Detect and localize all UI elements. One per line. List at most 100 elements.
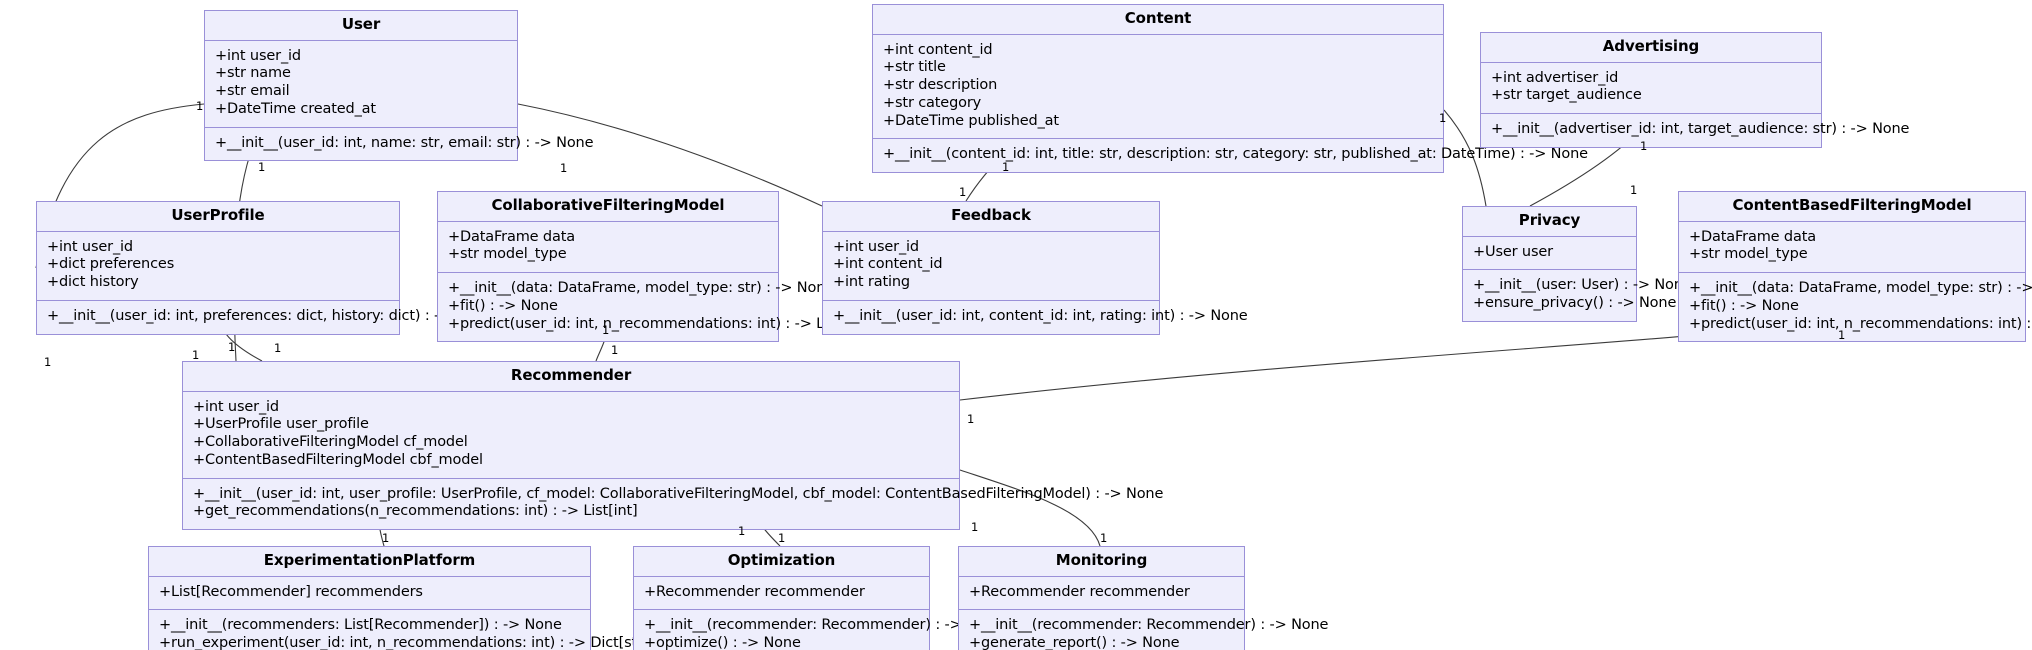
multiplicity-label: 1	[258, 160, 266, 174]
multiplicity-label: 1	[602, 323, 610, 337]
uml-method-row: +__init__(user_id: int, content_id: int,…	[833, 307, 1248, 324]
uml-attribute-row: +str email	[215, 83, 290, 100]
uml-methods-experimentation: +__init__(recommenders: List[Recommender…	[149, 610, 712, 650]
uml-class-monitoring[interactable]: Monitoring +Recommender recommender +__ini…	[958, 546, 1329, 650]
uml-methods-recommender: +__init__(user_id: int, user_profile: Us…	[183, 479, 1164, 529]
multiplicity-label: 1	[196, 99, 204, 113]
uml-method-row: +__init__(data: DataFrame, model_type: s…	[1689, 280, 2032, 297]
uml-method-row: +ensure_privacy() : -> None	[1473, 295, 1677, 312]
uml-class-recommender[interactable]: Recommender+int user_id+UserProfile user…	[182, 361, 1164, 530]
uml-attribute-row: +int content_id	[833, 256, 943, 273]
uml-class-title-userprofile: UserProfile	[37, 202, 399, 232]
uml-class-title-experimentation: ExperimentationPlatform	[149, 547, 590, 577]
multiplicity-label: 1	[1439, 111, 1447, 125]
uml-class-cbfmodel[interactable]: ContentBasedFilteringModel+DataFrame dat…	[1678, 191, 2032, 343]
uml-class-title-cfmodel: CollaborativeFilteringModel	[438, 192, 778, 222]
uml-methods-optimization: +__init__(recommender: Recommender) : ->…	[634, 610, 1004, 650]
uml-methods-content: +__init__(content_id: int, title: str, d…	[873, 139, 1588, 172]
uml-class-cfmodel[interactable]: CollaborativeFilteringModel+DataFrame da…	[437, 191, 871, 343]
uml-methods-cfmodel: +__init__(data: DataFrame, model_type: s…	[438, 273, 871, 341]
uml-methods-cbfmodel: +__init__(data: DataFrame, model_type: s…	[1679, 273, 2032, 341]
uml-attribute-row: +str model_type	[1689, 246, 1808, 263]
uml-method-row: +__init__(user: User) : -> None	[1473, 277, 1692, 294]
uml-attribute-row: +Recommender recommender	[644, 583, 865, 600]
multiplicity-label: 1	[228, 340, 236, 354]
uml-method-row: +__init__(user_id: int, user_profile: Us…	[193, 485, 1164, 502]
uml-class-title-optimization: Optimization	[634, 547, 929, 577]
uml-methods-monitoring: +__init__(recommender: Recommender) : ->…	[959, 610, 1329, 650]
multiplicity-label: 1	[611, 343, 619, 357]
multiplicity-label: 1	[971, 520, 979, 534]
uml-attribute-row: +str target_audience	[1491, 87, 1642, 104]
multiplicity-label: 1	[1630, 183, 1638, 197]
uml-attribute-row: +int rating	[833, 274, 910, 291]
uml-class-privacy[interactable]: Privacy +User user +__init__(user: User) :…	[1462, 206, 1692, 322]
uml-attribute-row: +DateTime published_at	[883, 112, 1059, 129]
uml-class-user[interactable]: User+int user_id+str name+str email+Date…	[204, 10, 594, 162]
uml-method-row: +__init__(recommender: Recommender) : ->…	[644, 617, 1004, 634]
uml-class-title-user: User	[205, 11, 517, 41]
uml-attribute-row: +int user_id	[47, 238, 133, 255]
uml-attribute-row: +UserProfile user_profile	[193, 416, 369, 433]
uml-method-row: +__init__(recommender: Recommender) : ->…	[969, 617, 1329, 634]
uml-attribute-row: +CollaborativeFilteringModel cf_model	[193, 434, 468, 451]
uml-attribute-row: +dict history	[47, 274, 139, 291]
multiplicity-label: 1	[778, 531, 786, 545]
uml-attributes-experimentation: +List[Recommender] recommenders	[149, 577, 590, 611]
uml-class-userprofile[interactable]: UserProfile+int user_id+dict preferences…	[36, 201, 493, 335]
multiplicity-label: 1	[1100, 531, 1108, 545]
uml-attribute-row: +str description	[883, 77, 998, 94]
uml-methods-feedback: +__init__(user_id: int, content_id: int,…	[823, 301, 1248, 334]
uml-class-title-recommender: Recommender	[183, 362, 959, 392]
association-edge-recommender-monitoring	[959, 469, 1101, 547]
uml-class-title-privacy: Privacy	[1463, 207, 1636, 237]
multiplicity-label: 1	[274, 341, 282, 355]
uml-attributes-userprofile: +int user_id+dict preferences+dict histo…	[37, 232, 399, 301]
uml-attribute-row: +str category	[883, 94, 982, 111]
multiplicity-label: 1	[738, 524, 746, 538]
uml-method-row: +generate_report() : -> None	[969, 635, 1180, 650]
multiplicity-label: 1	[1002, 160, 1010, 174]
uml-attribute-row: +User user	[1473, 243, 1553, 260]
uml-attribute-row: +int user_id	[193, 398, 279, 415]
uml-attributes-monitoring: +Recommender recommender	[959, 577, 1244, 611]
uml-method-row: +__init__(user_id: int, name: str, email…	[215, 134, 594, 151]
uml-method-row: +fit() : -> None	[448, 297, 558, 314]
multiplicity-label: 1	[44, 355, 52, 369]
uml-attributes-content: +int content_id+str title+str descriptio…	[873, 35, 1443, 140]
uml-attribute-row: +dict preferences	[47, 256, 175, 273]
uml-methods-userprofile: +__init__(user_id: int, preferences: dic…	[37, 301, 493, 334]
uml-attributes-advertising: +int advertiser_id+str target_audience	[1481, 63, 1821, 115]
uml-class-title-cbfmodel: ContentBasedFilteringModel	[1679, 192, 2025, 222]
uml-attribute-row: +str model_type	[448, 246, 567, 263]
uml-class-title-monitoring: Monitoring	[959, 547, 1244, 577]
uml-class-feedback[interactable]: Feedback+int user_id+int content_id+int …	[822, 201, 1248, 335]
uml-attributes-cbfmodel: +DataFrame data+str model_type	[1679, 222, 2025, 274]
uml-attribute-row: +DateTime created_at	[215, 100, 376, 117]
uml-class-experimentation[interactable]: ExperimentationPlatform+List[Recommender…	[148, 546, 712, 650]
uml-attribute-row: +int content_id	[883, 41, 993, 58]
uml-attribute-row: +Recommender recommender	[969, 583, 1190, 600]
uml-method-row: +fit() : -> None	[1689, 297, 1799, 314]
uml-methods-user: +__init__(user_id: int, name: str, email…	[205, 128, 594, 161]
uml-attribute-row: +ContentBasedFilteringModel cbf_model	[193, 451, 483, 468]
uml-methods-privacy: +__init__(user: User) : -> None+ensure_p…	[1463, 270, 1692, 320]
uml-attributes-cfmodel: +DataFrame data+str model_type	[438, 222, 778, 274]
uml-class-content[interactable]: Content+int content_id+str title+str des…	[872, 4, 1588, 173]
uml-class-title-content: Content	[873, 5, 1443, 35]
uml-method-row: +__init__(content_id: int, title: str, d…	[883, 146, 1588, 163]
uml-attributes-privacy: +User user	[1463, 237, 1636, 271]
multiplicity-label: 1	[967, 412, 975, 426]
multiplicity-label: 1	[192, 348, 200, 362]
uml-method-row: +optimize() : -> None	[644, 635, 801, 650]
multiplicity-label: 1	[560, 161, 568, 175]
uml-methods-advertising: +__init__(advertiser_id: int, target_aud…	[1481, 114, 1909, 147]
uml-attribute-row: +DataFrame data	[448, 228, 575, 245]
uml-class-advertising[interactable]: Advertising+int advertiser_id+str target…	[1480, 32, 1909, 148]
uml-attributes-optimization: +Recommender recommender	[634, 577, 929, 611]
uml-attributes-user: +int user_id+str name+str email+DateTime…	[205, 41, 517, 128]
uml-attribute-row: +str name	[215, 65, 291, 82]
uml-attribute-row: +int advertiser_id	[1491, 69, 1619, 86]
uml-attributes-recommender: +int user_id+UserProfile user_profile+Co…	[183, 392, 959, 479]
uml-class-optimization[interactable]: Optimization +Recommender recommender +__i…	[633, 546, 1004, 650]
